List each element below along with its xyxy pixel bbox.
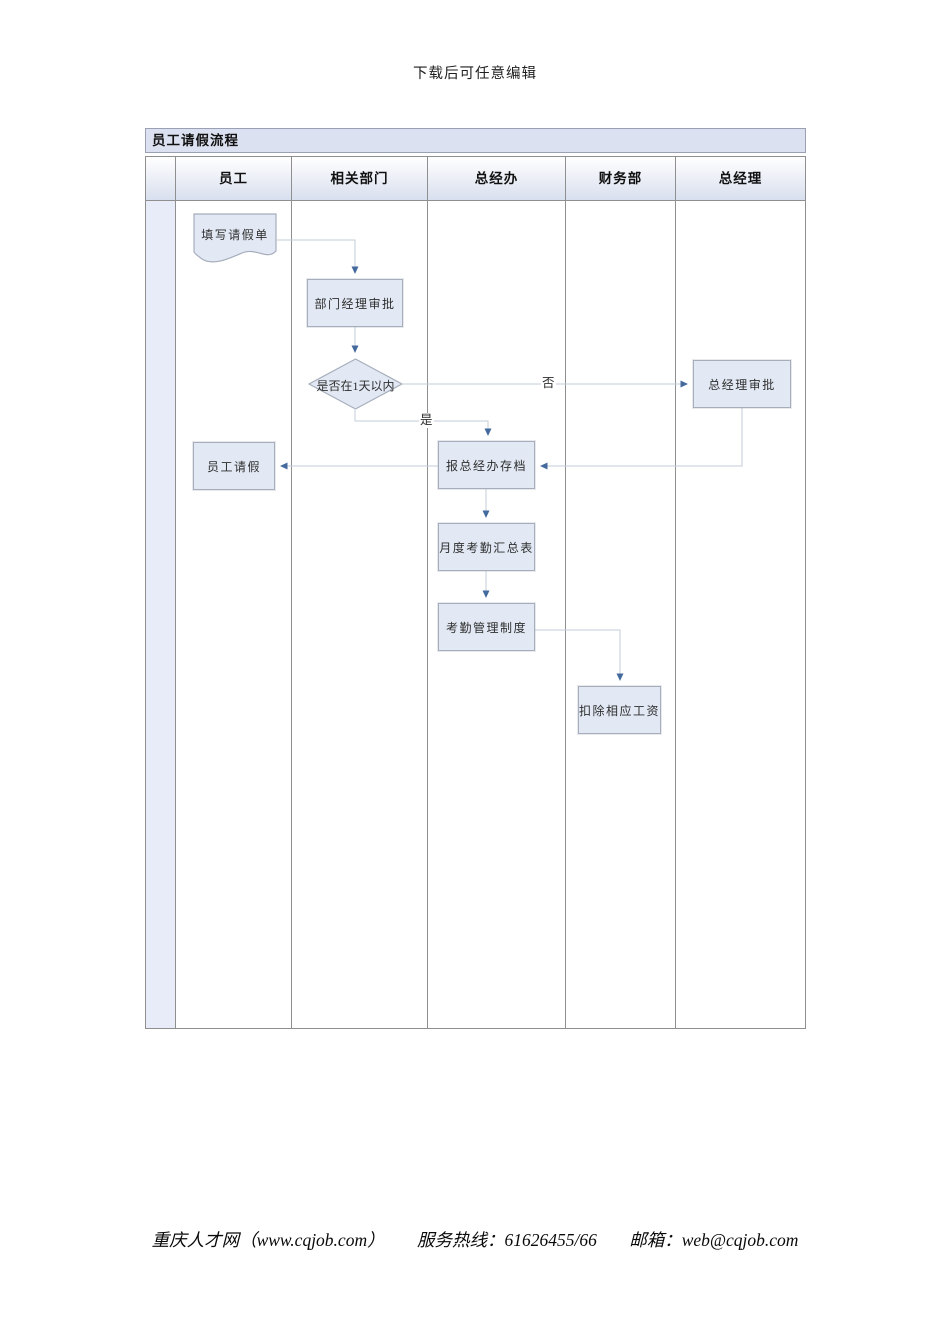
page-top-note: 下载后可任意编辑 [413,66,537,82]
footer-email: 邮箱：web@cqjob.com [629,1230,799,1250]
lane-header-gm-office: 总经办 [428,157,566,201]
leave-process-flowchart: 员工请假流程 员工 相关部门 总经办 财务部 总经理 [145,128,806,1029]
page-footer: 重庆人才网（www.cqjob.com） 服务热线：61626455/66 邮箱… [0,1227,950,1252]
decision-diamond-icon [307,358,404,410]
lane-department [292,201,428,1028]
flowchart-title: 员工请假流程 [145,128,806,153]
node-attendance-policy: 考勤管理制度 [438,603,535,651]
node-gm-approve: 总经理审批 [693,360,791,408]
lane-gm [676,201,805,1028]
footer-site: 重庆人才网（www.cqjob.com） [151,1230,385,1250]
phase-strip [146,201,176,1028]
phase-strip-header [146,157,176,201]
lane-gm-office [428,201,566,1028]
node-within-one-day: 是否在1天以内 [307,358,404,410]
swimlane-table: 员工 相关部门 总经办 财务部 总经理 [145,156,806,1029]
node-fill-leave-form: 填写请假单 [193,213,277,265]
footer-hotline: 服务热线：61626455/66 [416,1230,597,1250]
lane-header-department: 相关部门 [292,157,428,201]
node-monthly-attendance: 月度考勤汇总表 [438,523,535,571]
lane-header-gm: 总经理 [676,157,805,201]
node-label: 是否在1天以内 [316,379,395,393]
edge-label-no: 否 [541,376,556,391]
lane-header-finance: 财务部 [566,157,676,201]
lane-employee [176,201,292,1028]
node-label: 填写请假单 [201,228,269,242]
node-file-with-gm-office: 报总经办存档 [438,441,535,489]
lane-finance [566,201,676,1028]
edge-label-yes: 是 [419,413,434,428]
document-shape-icon [193,213,277,263]
lane-header-employee: 员工 [176,157,292,201]
node-employee-on-leave: 员工请假 [193,442,275,490]
node-dept-manager-approve: 部门经理审批 [307,279,403,327]
node-deduct-wages: 扣除相应工资 [578,686,661,734]
